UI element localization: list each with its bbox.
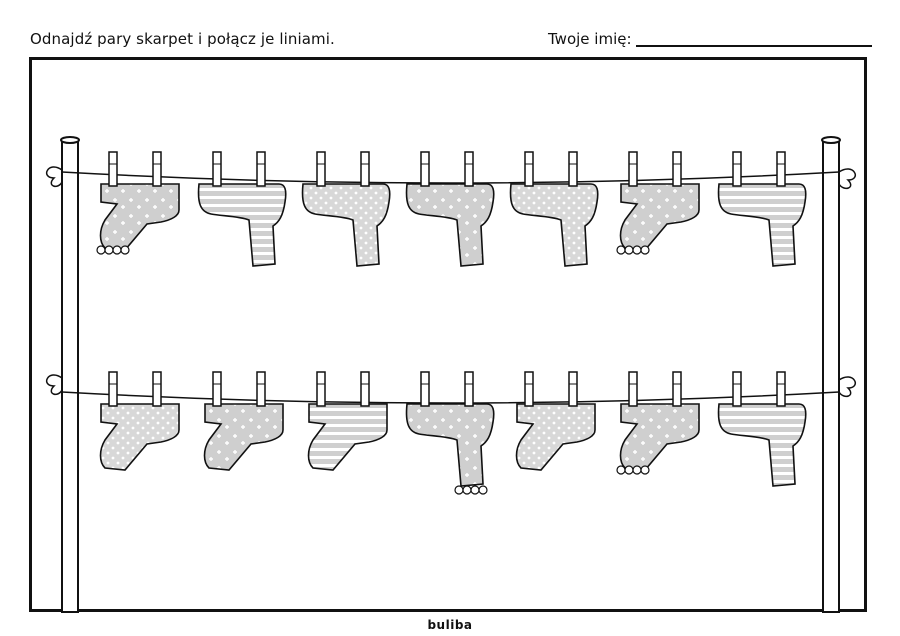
clothespin: [568, 371, 578, 407]
sock[interactable]: [301, 151, 391, 267]
sock[interactable]: [616, 371, 700, 475]
sock-frill: [112, 245, 122, 255]
sock[interactable]: [509, 151, 599, 267]
sock-frill: [624, 465, 634, 475]
sock[interactable]: [717, 151, 807, 267]
clothespin: [464, 371, 474, 407]
clothesline-rope: [61, 171, 840, 184]
sock-frill: [640, 465, 650, 475]
clothespin: [464, 151, 474, 187]
rope-knots: [45, 166, 856, 398]
sock-frill: [632, 465, 642, 475]
sock-body: [307, 403, 388, 471]
sock-body: [515, 403, 596, 471]
sock-frill: [478, 485, 488, 495]
sock-frill: [616, 465, 626, 475]
sock-body: [301, 183, 391, 267]
clothespin: [420, 371, 430, 407]
clothespin: [568, 151, 578, 187]
sock-body: [197, 183, 287, 267]
sock-frill: [96, 245, 106, 255]
sock[interactable]: [203, 371, 284, 471]
sock-frill: [120, 245, 130, 255]
sock-frill: [624, 245, 634, 255]
sock-body: [405, 183, 495, 267]
brand-logo: buliba: [427, 618, 473, 632]
sock[interactable]: [405, 151, 495, 267]
sock[interactable]: [197, 151, 287, 267]
clothespin: [108, 371, 118, 407]
clothespin: [420, 151, 430, 187]
clothespin: [672, 371, 682, 407]
clothespin: [152, 151, 162, 187]
clothespin: [628, 371, 638, 407]
worksheet-frame: [29, 57, 867, 612]
sock-frill: [640, 245, 650, 255]
sock[interactable]: [515, 371, 596, 471]
name-label: Twoje imię:: [548, 30, 632, 48]
sock-body: [203, 403, 284, 471]
clothespin: [628, 151, 638, 187]
sock[interactable]: [307, 371, 388, 471]
sock-frill: [104, 245, 114, 255]
clothespin: [524, 371, 534, 407]
clothespin: [212, 371, 222, 407]
right-post: [821, 136, 841, 613]
sock-body: [509, 183, 599, 267]
clothespin: [152, 371, 162, 407]
sock-body: [99, 403, 180, 471]
instruction-text: Odnajdź pary skarpet i połącz je liniami…: [30, 30, 335, 48]
clothespin: [212, 151, 222, 187]
sock-frill: [462, 485, 472, 495]
sock-frill: [470, 485, 480, 495]
sock-frill: [454, 485, 464, 495]
sock[interactable]: [405, 371, 495, 495]
clothespin: [256, 371, 266, 407]
sock[interactable]: [96, 151, 180, 255]
sock[interactable]: [717, 371, 807, 487]
sock-frill: [632, 245, 642, 255]
sock[interactable]: [616, 151, 700, 255]
clothespin: [776, 371, 786, 407]
name-input-line[interactable]: [636, 45, 872, 47]
sock-body: [717, 403, 807, 487]
clothespin: [316, 151, 326, 187]
sock-body: [405, 403, 495, 487]
clothespin: [360, 151, 370, 187]
clothespin: [360, 371, 370, 407]
clothespin: [732, 151, 742, 187]
clothespin: [672, 151, 682, 187]
clothespin: [776, 151, 786, 187]
sock-body: [99, 183, 180, 251]
clothespin: [108, 151, 118, 187]
clothespin: [256, 151, 266, 187]
left-post: [60, 136, 80, 613]
clothesline-rope: [61, 391, 840, 404]
sock[interactable]: [99, 371, 180, 471]
clothespin: [732, 371, 742, 407]
sock-body: [619, 183, 700, 251]
clothespin: [524, 151, 534, 187]
sock-body: [619, 403, 700, 471]
sock-body: [717, 183, 807, 267]
clothespin: [316, 371, 326, 407]
sock-frill: [616, 245, 626, 255]
